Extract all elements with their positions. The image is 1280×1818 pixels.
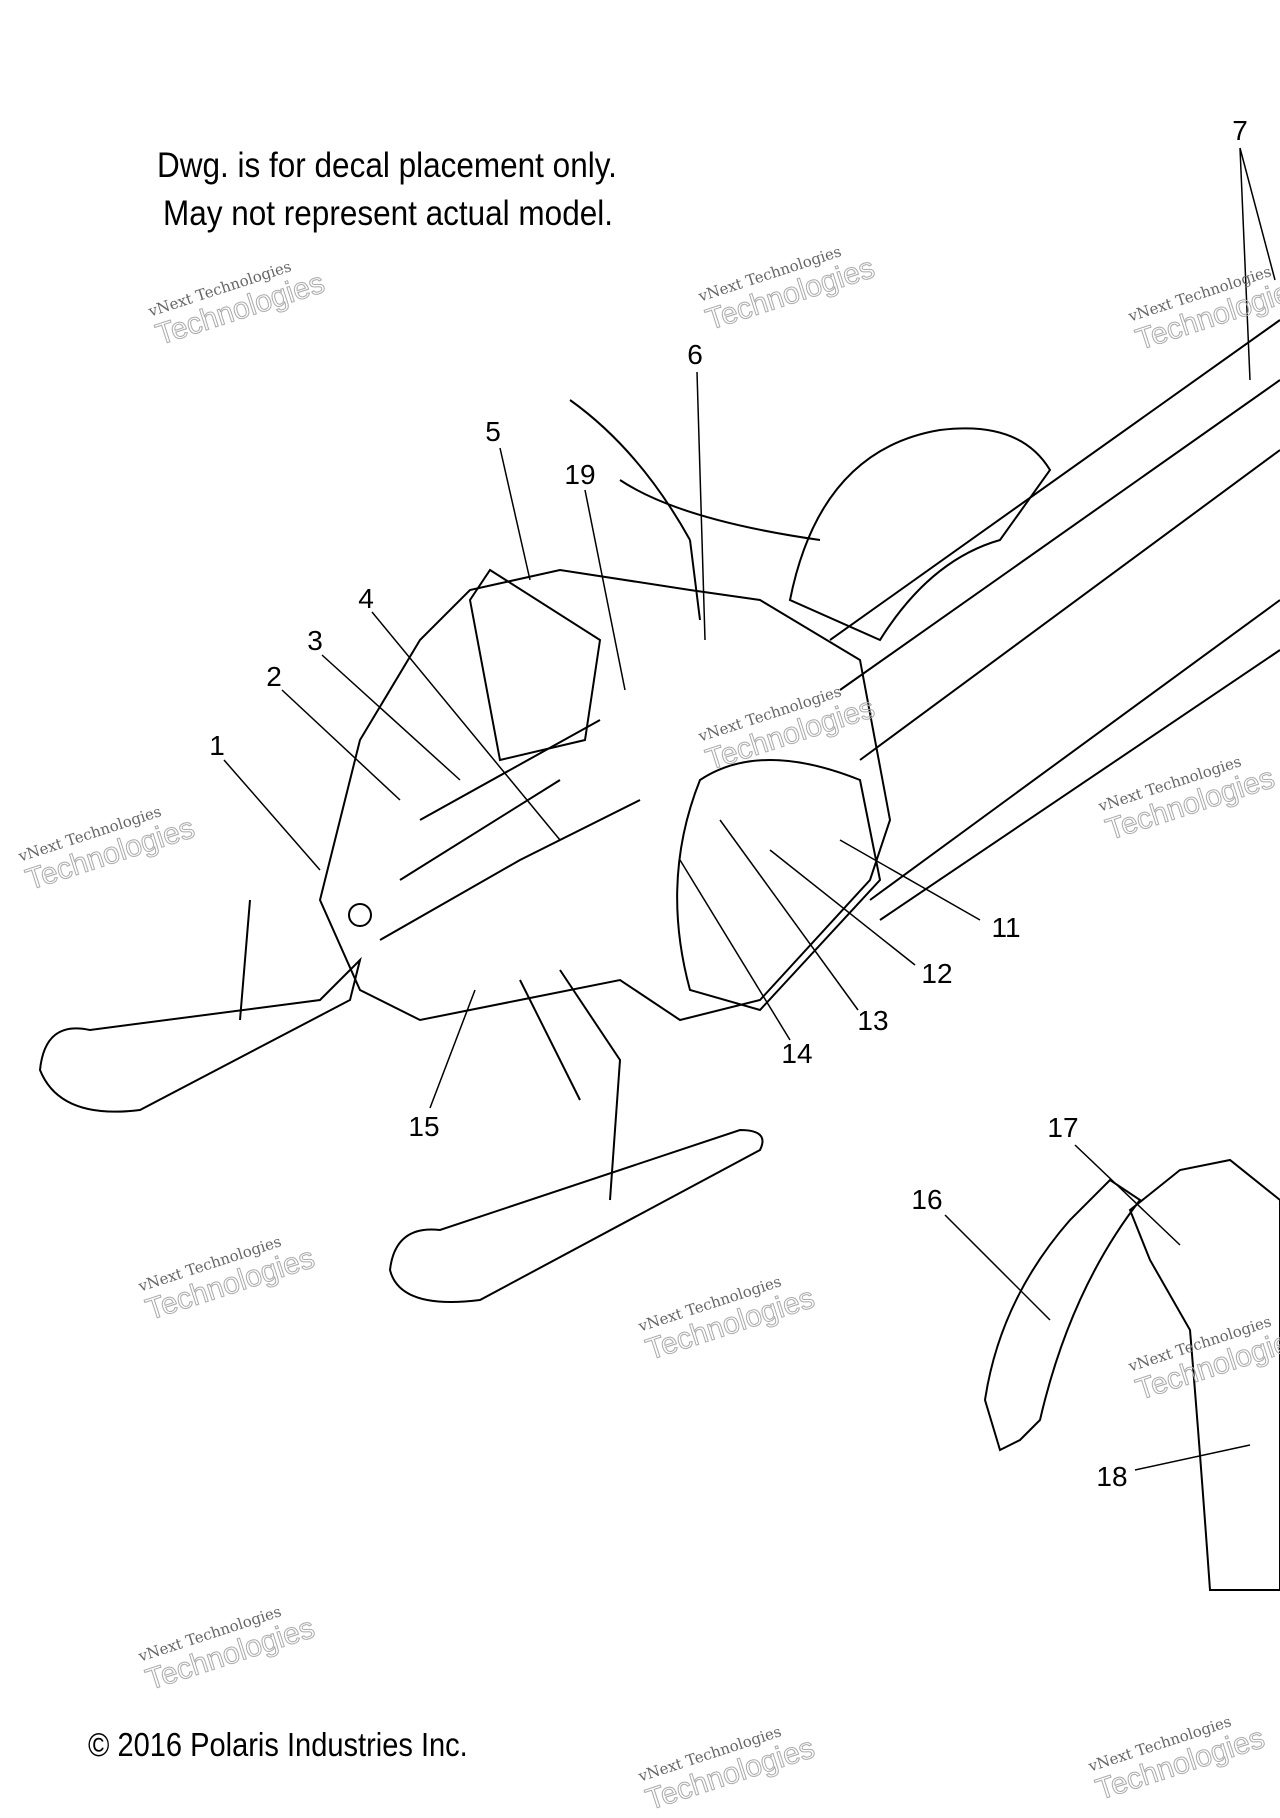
tunnel [829, 319, 1280, 921]
right-ski [388, 1128, 764, 1303]
disclaimer-line-2: May not represent actual model. [163, 194, 613, 233]
callout-16: 16 [911, 1184, 943, 1215]
callout-12: 12 [921, 958, 953, 989]
callout-14: 14 [781, 1038, 813, 1069]
callout-7: 7 [1232, 115, 1248, 146]
seat [788, 427, 1052, 642]
callout-3: 3 [307, 625, 323, 656]
callout-19: 19 [564, 459, 596, 490]
callout-4: 4 [358, 583, 374, 614]
callout-5: 5 [485, 416, 501, 447]
side-panel [676, 759, 882, 1012]
callout-1: 1 [209, 730, 225, 761]
callout-2: 2 [266, 661, 282, 692]
callout-17: 17 [1047, 1112, 1079, 1143]
hood-lines [379, 719, 641, 941]
part-17-18 [1128, 1158, 1280, 1591]
disclaimer-line-1: Dwg. is for decal placement only. [157, 146, 617, 185]
callout-11: 11 [991, 912, 1021, 943]
leader-lines [223, 147, 1276, 1471]
left-ski [38, 956, 362, 1113]
suspension [239, 899, 622, 1201]
windshield [468, 568, 602, 762]
hood [318, 568, 892, 1022]
callout-15: 15 [408, 1111, 440, 1142]
copyright-text: © 2016 Polaris Industries Inc. [88, 1726, 468, 1763]
callout-13: 13 [857, 1005, 889, 1036]
callout-18: 18 [1096, 1461, 1128, 1492]
handlebar [569, 399, 821, 621]
callout-6: 6 [687, 339, 703, 370]
part-16 [983, 1178, 1142, 1452]
headlight [348, 903, 372, 927]
